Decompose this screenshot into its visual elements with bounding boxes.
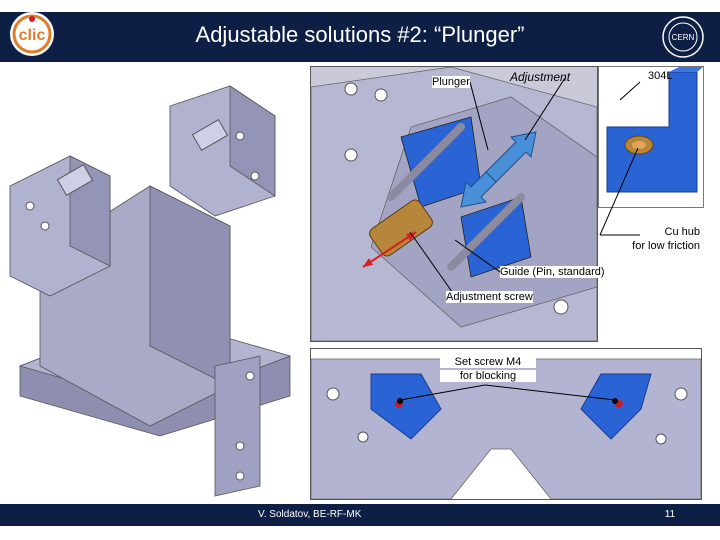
main-cad-assembly (9, 85, 292, 497)
page-title: Adjustable solutions #2: “Plunger” (195, 22, 525, 47)
label-guide: Guide (Pin, standard) (500, 266, 605, 278)
label-adjustment-screw: Adjustment screw (446, 291, 533, 303)
page-number: 11 (664, 509, 676, 520)
label-cu-hub-desc: for low friction (632, 240, 700, 252)
material-inset-image (599, 67, 703, 207)
label-set-screw-desc: for blocking (440, 370, 536, 382)
label-adjustment: Adjustment (510, 70, 571, 84)
label-plunger: Plunger (432, 76, 470, 88)
label-cu-hub: Cu hub (664, 226, 700, 238)
material-inset-panel (598, 66, 704, 208)
cern-logo: CERN (662, 16, 704, 58)
footer-author: V. Soldatov, BE-RF-MK (258, 509, 362, 520)
slide-footer (0, 504, 720, 526)
label-set-screw: Set screw M4 (440, 356, 536, 368)
slide-header: clic Adjustable solutions #2: “Plunger” … (0, 0, 720, 64)
header-bar (0, 12, 720, 62)
clic-logo: clic (10, 12, 54, 56)
cern-logo-text: CERN (672, 33, 695, 42)
label-material: 304L (648, 70, 673, 82)
clic-logo-text: clic (19, 27, 46, 44)
